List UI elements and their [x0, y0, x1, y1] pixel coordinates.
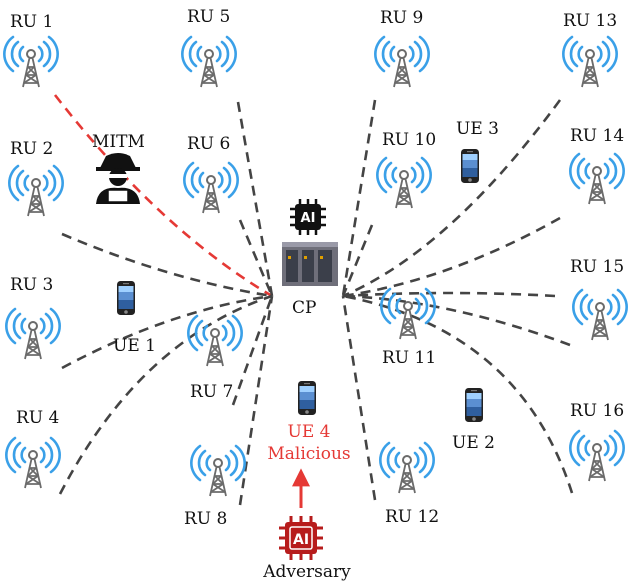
ai-chip-icon: AI: [290, 199, 326, 235]
fronthaul-link: [342, 294, 574, 494]
cell-tower-icon: [569, 152, 625, 206]
cell-tower-icon: [379, 441, 435, 495]
cp-chip-text: AI: [301, 211, 316, 226]
cell-tower-icon: [380, 287, 436, 341]
smartphone-icon: [117, 281, 135, 315]
fronthaul-link: [341, 99, 377, 297]
cell-tower-icon: [3, 35, 59, 89]
adversary-chip-text: AI: [293, 532, 309, 548]
fronthaul-link: [342, 291, 556, 298]
cell-tower-icon: [183, 161, 239, 215]
fronthaul-link: [238, 295, 274, 506]
cell-tower-icon: [569, 429, 625, 483]
cell-tower-icon: [5, 307, 61, 361]
fronthaul-link: [342, 99, 562, 298]
cp-server-icon: [282, 242, 338, 286]
fronthaul-link: [342, 294, 571, 347]
cell-tower-icon: [562, 35, 618, 89]
cell-tower-icon: [5, 436, 61, 490]
fronthaul-link: [341, 224, 374, 297]
fronthaul-link: [61, 232, 273, 298]
smartphone-icon: [465, 388, 483, 422]
cell-tower-icon: [374, 35, 430, 89]
fronthaul-link: [341, 295, 377, 501]
fronthaul-links: [53, 94, 574, 506]
fronthaul-link: [231, 295, 274, 406]
hacker-icon: [96, 153, 140, 204]
smartphone-icon: [461, 149, 479, 183]
cell-tower-icon: [376, 156, 432, 210]
cell-tower-icon: [181, 35, 237, 89]
cell-tower-icon: [572, 288, 628, 342]
mitm-attack-link: [53, 94, 273, 298]
smartphone-icon: [298, 381, 316, 415]
cell-tower-icon: [187, 314, 243, 368]
fronthaul-link: [342, 216, 561, 298]
cell-tower-icon: [190, 444, 246, 498]
adversary-ai-chip-icon: AI: [279, 516, 323, 560]
cell-tower-icon: [8, 164, 64, 218]
fronthaul-link: [236, 101, 274, 297]
fronthaul-link: [58, 294, 273, 495]
fronthaul-link: [238, 219, 274, 297]
